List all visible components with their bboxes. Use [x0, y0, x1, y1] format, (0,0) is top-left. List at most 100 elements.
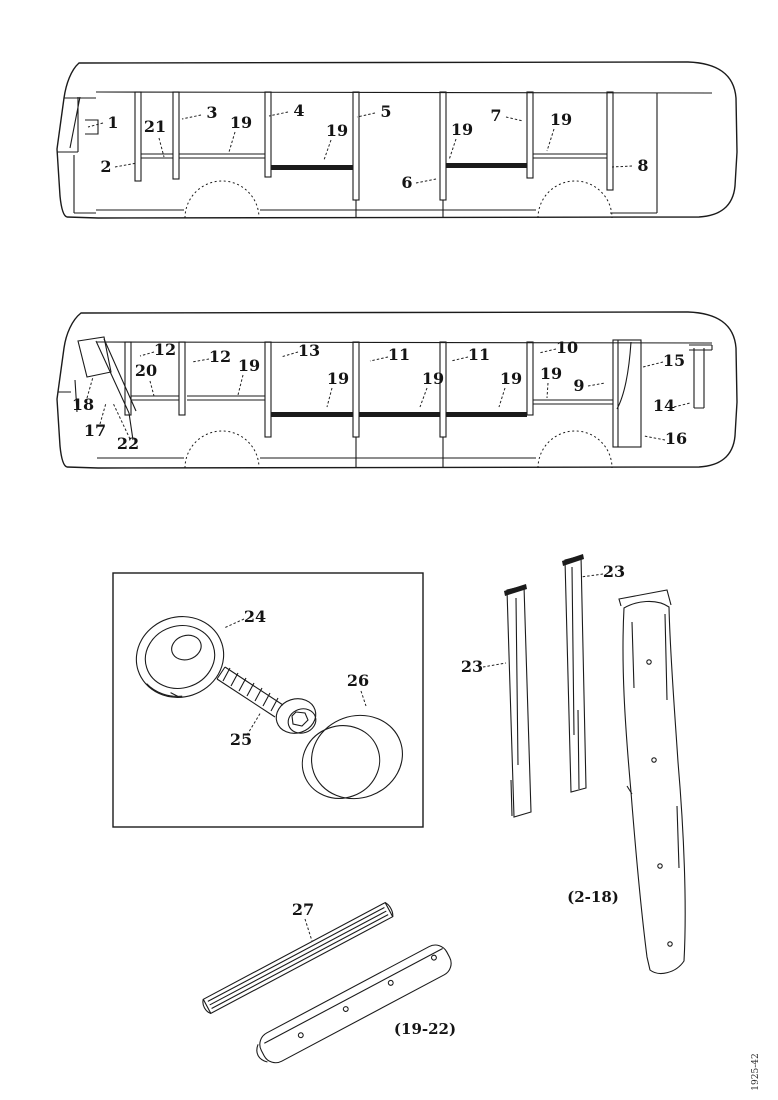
callout-upper-bus-6: 6 [401, 173, 437, 192]
callout-upper-bus-5: 5 [356, 102, 392, 121]
washer-hole [171, 634, 202, 661]
callout-upper-bus-21: 21 [144, 117, 166, 158]
callout-leader-line [112, 402, 131, 440]
callout-label: 19 [451, 120, 473, 139]
callout-leader-line [139, 351, 155, 357]
molding-hole [387, 979, 394, 986]
channel-end-caps [202, 902, 394, 1014]
door-sill-stub [355, 200, 444, 217]
window-pillar [178, 341, 186, 416]
callout-label: 19 [550, 110, 572, 129]
callout-label: 14 [653, 396, 675, 415]
callout-leader-line [280, 351, 299, 358]
callout-upper-bus-19: 19 [448, 120, 473, 161]
callout-leader-line [149, 380, 155, 397]
front-face-detail [58, 379, 78, 413]
screw-threads [222, 667, 279, 712]
callout-leader-line [643, 435, 666, 441]
callout-label: 13 [298, 341, 320, 360]
window-pillar [124, 341, 132, 416]
window-pillar [264, 91, 272, 178]
callout-leader-line [415, 178, 437, 184]
callout-upper-bus-3: 3 [181, 103, 218, 122]
curved-panel [618, 589, 686, 974]
callout-leader-line [419, 387, 428, 408]
rub-rail-dark [446, 163, 527, 168]
door-sill-stub [355, 437, 444, 467]
callout-leader-line [237, 374, 244, 396]
bus-body-outline [56, 311, 738, 469]
callout-label: 7 [490, 106, 501, 125]
callout-leader-line [482, 662, 507, 668]
rub-rail-dark [446, 412, 527, 417]
callout-leader-line [450, 356, 469, 362]
callout-leader-line [546, 128, 555, 152]
callout-label: 11 [468, 345, 490, 364]
callout-vertical-moldings-23: 23 [461, 657, 507, 676]
front-wheel-arch [184, 430, 260, 469]
washer-thickness-arc [146, 683, 183, 698]
flat-molding-end-notch [256, 1044, 268, 1063]
callout-lower-bus-11: 11 [450, 345, 490, 364]
flat-molding [256, 944, 452, 1064]
callout-label: 19 [326, 121, 348, 140]
callout-leader-line [356, 112, 376, 118]
door-pillar [352, 341, 360, 438]
lower-bus-side-view [56, 311, 738, 469]
callout-label: 19 [327, 369, 349, 388]
callout-leader-line [642, 361, 664, 368]
flat-molding-body [259, 944, 452, 1064]
callout-lower-bus-11: 11 [369, 345, 410, 364]
callout-label: 4 [293, 101, 304, 120]
callout-fastener-inset-25: 25 [230, 711, 262, 749]
washer-drawing [135, 616, 225, 698]
callout-label: 10 [556, 338, 578, 357]
callout-label: 11 [388, 345, 410, 364]
rub-rail-dark [271, 412, 353, 417]
drawing-number-note: 1925-42 [751, 1053, 761, 1090]
callout-lower-bus-20: 20 [135, 361, 157, 397]
molding-strip-left-cap [504, 584, 527, 596]
curved-panel-outline [622, 600, 686, 974]
callout-vertical-moldings-23: 23 [580, 562, 625, 581]
callout-lower-bus-19: 19 [498, 369, 522, 408]
callout-leader-line [538, 348, 557, 354]
rear-door-panel [612, 339, 642, 448]
callout-upper-bus-19: 19 [546, 110, 572, 152]
callout-label: 24 [244, 607, 266, 626]
channel-molding [202, 901, 394, 1015]
callout-leader-line [86, 376, 94, 399]
caption-lower-moldings-range: (19-22) [394, 1020, 456, 1038]
callout-upper-bus-7: 7 [490, 106, 524, 125]
callout-label: 5 [380, 102, 391, 121]
callout-label: 22 [117, 434, 139, 453]
molding-hole [342, 1006, 349, 1012]
window-pillar [172, 91, 180, 180]
callout-fastener-inset-26: 26 [347, 671, 369, 707]
front-mirror-bracket [85, 119, 99, 135]
callout-label: 25 [230, 730, 252, 749]
callout-label: 18 [72, 395, 94, 414]
front-wheel-arch [184, 180, 260, 219]
molding-strip-right [564, 555, 587, 793]
channel-body [202, 901, 394, 1015]
callout-lower-bus-22: 22 [112, 402, 139, 453]
callout-label: 23 [461, 657, 483, 676]
callout-leader-line [673, 402, 691, 408]
callout-leader-line [587, 382, 606, 387]
callout-leader-line [360, 690, 367, 707]
callout-lower-bus-9: 9 [573, 376, 606, 395]
callout-label: 23 [603, 562, 625, 581]
screw-drawing [216, 666, 317, 734]
rear-quarter-strip [689, 344, 713, 409]
molding-hole [430, 954, 437, 961]
callout-lower-bus-14: 14 [653, 396, 691, 415]
window-pillar [134, 91, 142, 182]
callout-lower-bus-15: 15 [642, 351, 685, 370]
callout-leader-line [158, 137, 165, 158]
panel-hole [651, 757, 657, 763]
callout-upper-bus-19: 19 [323, 121, 348, 161]
callout-label: 6 [401, 173, 412, 192]
callout-leader-line [326, 387, 333, 408]
